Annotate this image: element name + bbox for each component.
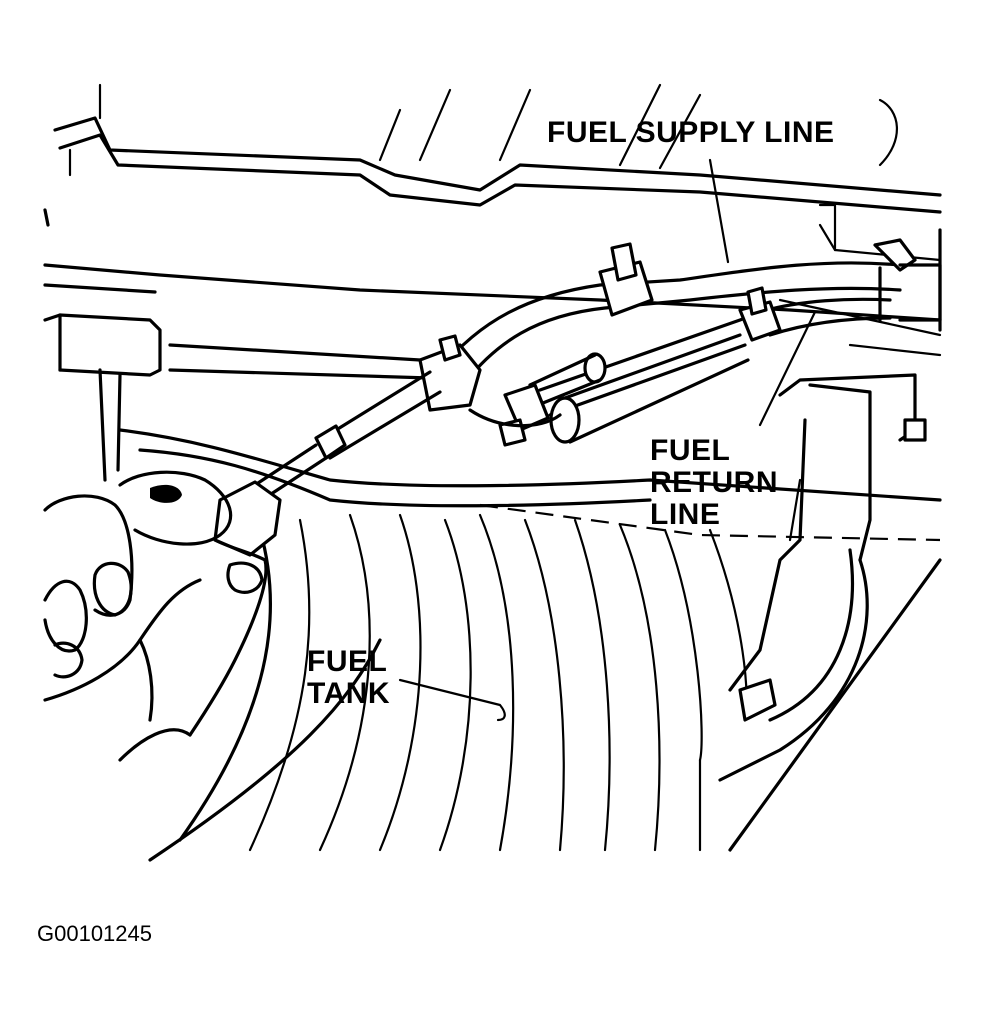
frame-rail bbox=[43, 83, 942, 227]
fuel-return-line-callout-line2: RETURN bbox=[650, 466, 778, 499]
fuel-return-line-callout-line3: LINE bbox=[650, 498, 721, 531]
return-leader bbox=[758, 310, 817, 427]
hand bbox=[43, 470, 282, 762]
return-leader-2 bbox=[788, 478, 802, 542]
fuel-return-line-hose bbox=[528, 286, 892, 444]
figure-id: G00101245 bbox=[37, 921, 152, 946]
fuel-tank-callout-line2: TANK bbox=[307, 677, 391, 710]
left-tank-bracket bbox=[43, 313, 162, 482]
tank-strap bbox=[718, 373, 927, 782]
fuel-supply-line-callout: FUEL SUPPLY LINE bbox=[547, 116, 835, 149]
supply-leader bbox=[708, 158, 730, 264]
fuel-tank-callout-line1: FUEL bbox=[307, 645, 388, 678]
fuel-return-line-callout-line1: FUEL bbox=[650, 434, 731, 467]
leader-lines bbox=[398, 158, 817, 722]
fuel-supply-line-hose bbox=[438, 238, 942, 394]
quick-connect-fittings bbox=[418, 334, 562, 447]
tank-leader bbox=[398, 678, 506, 722]
fuel-tank bbox=[118, 428, 942, 862]
